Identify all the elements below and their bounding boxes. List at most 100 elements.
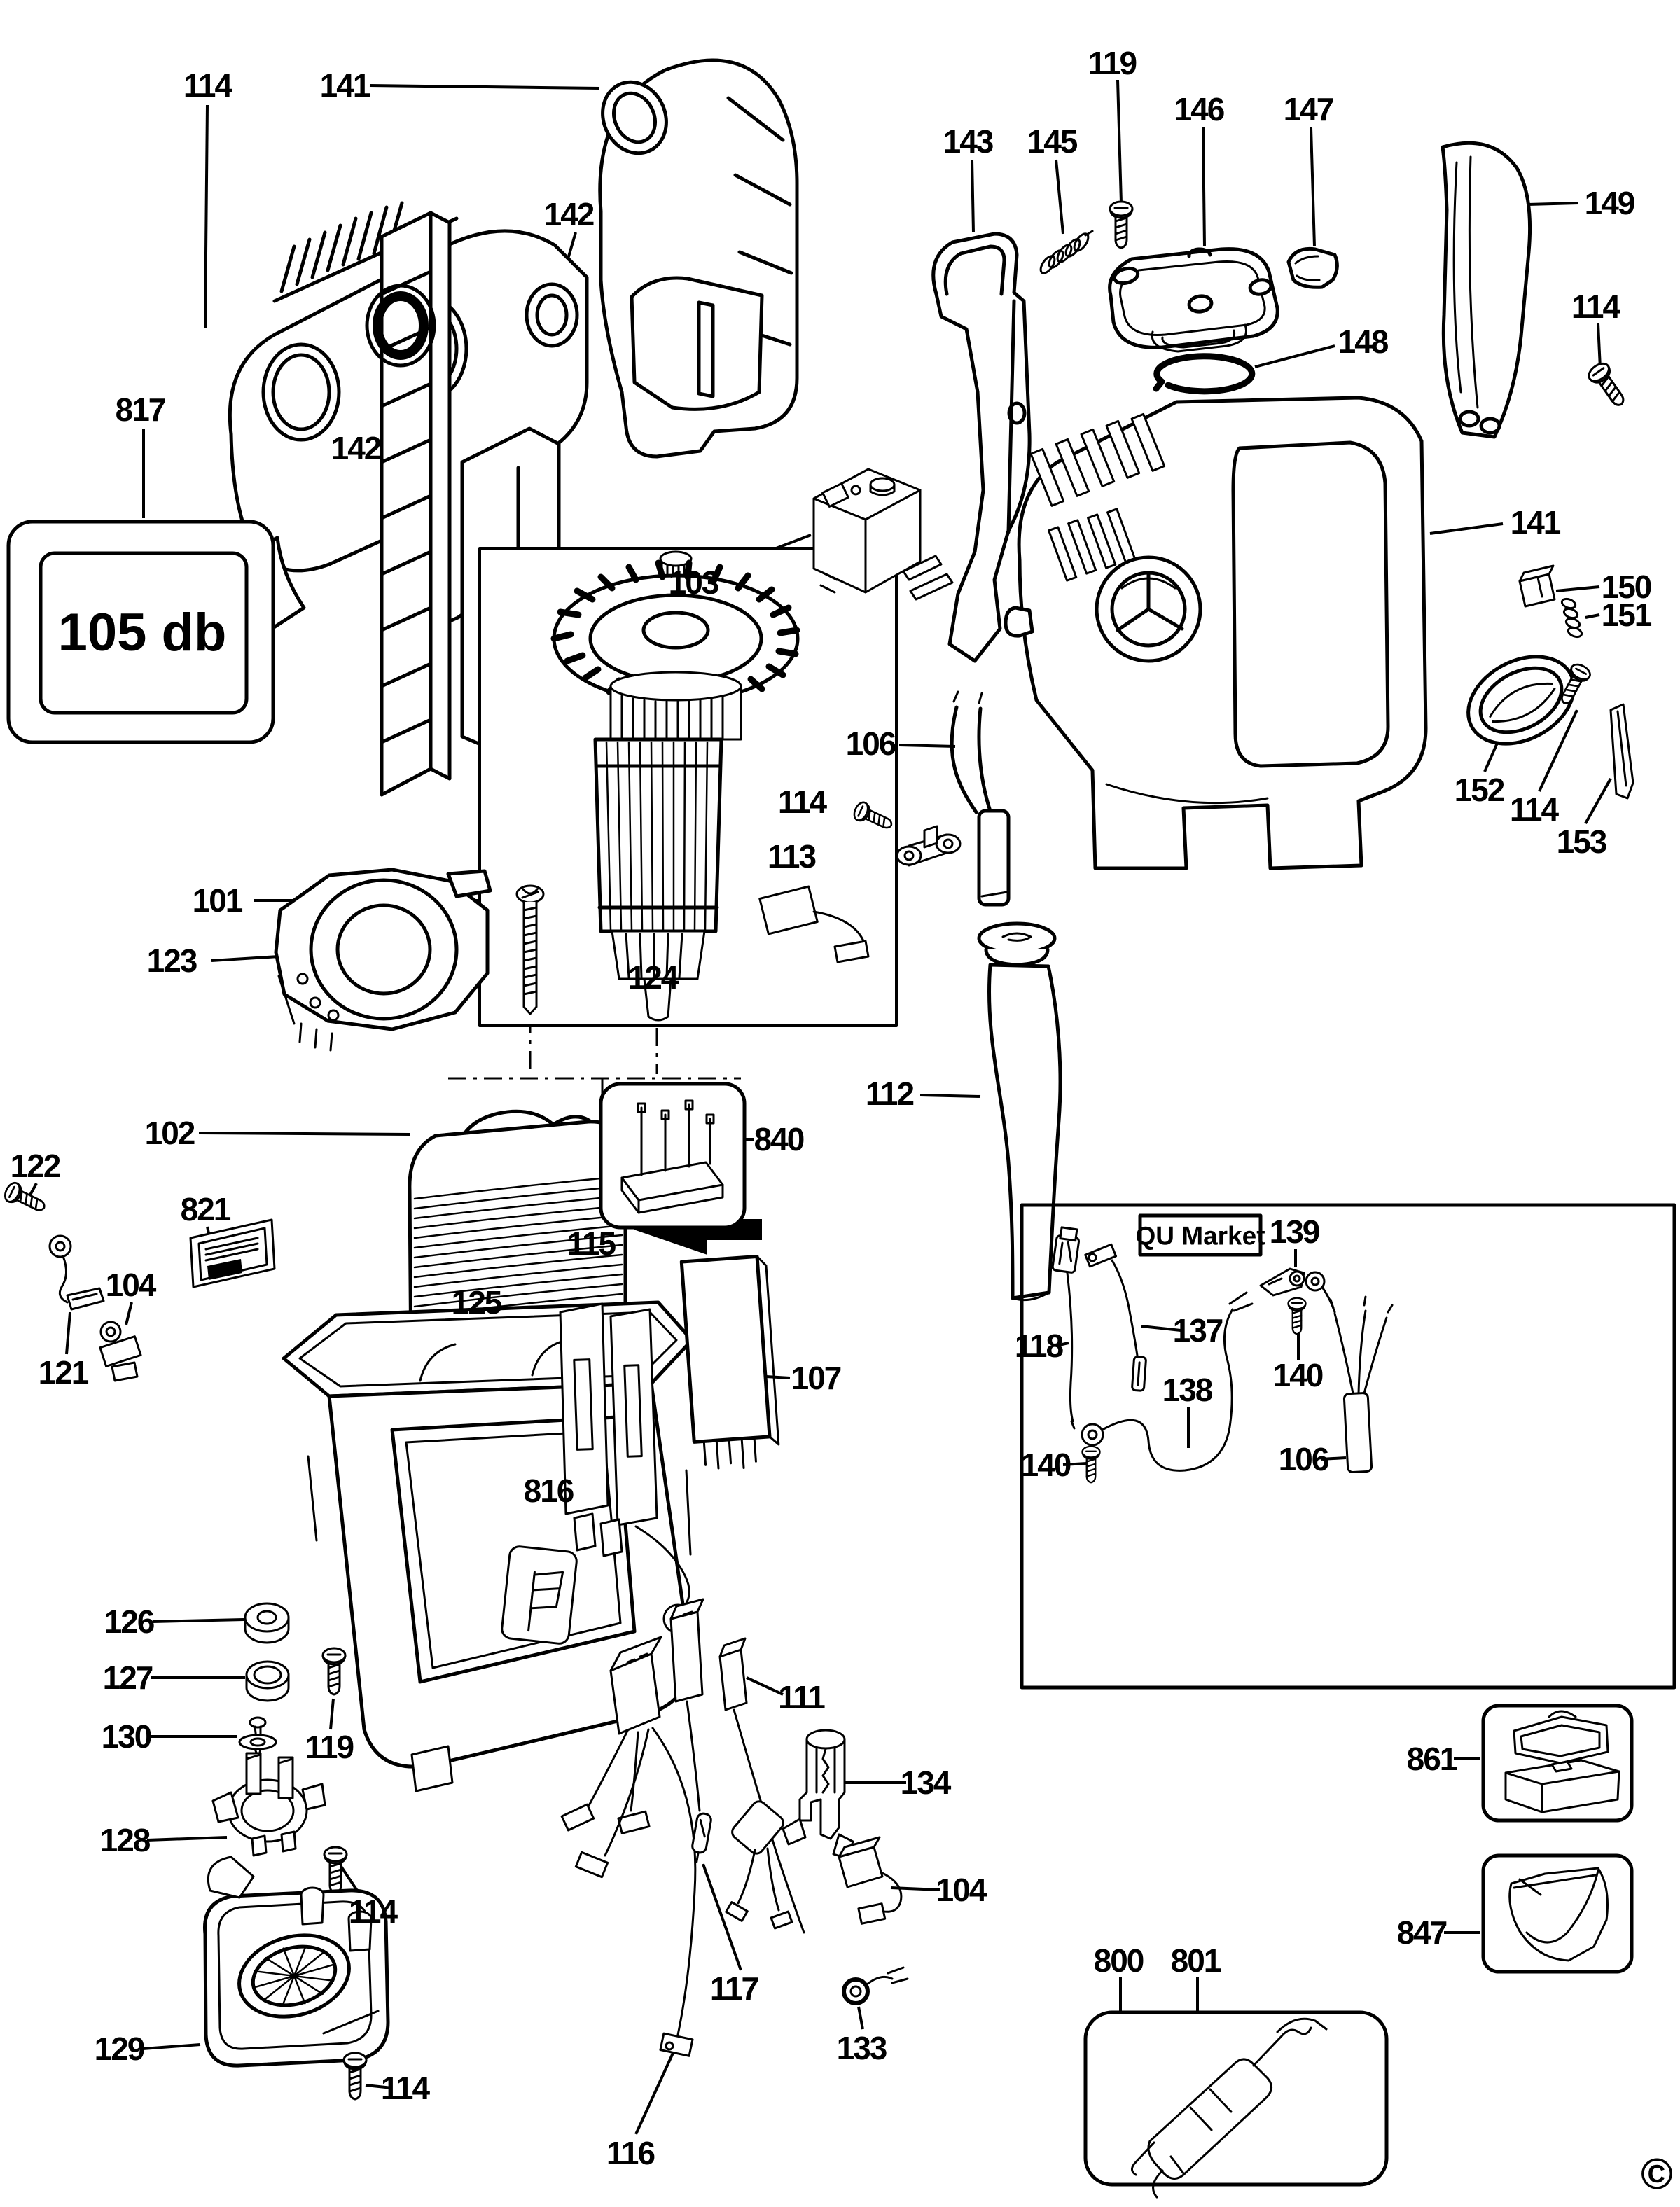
part-callout-123: 123 [146,942,198,979]
part-callout-114: 114 [1571,288,1620,325]
part-callout-149: 149 [1584,185,1636,221]
part-callout-817: 817 [115,391,167,428]
terminal-133-art [842,1966,909,2005]
part-callout-126: 126 [104,1603,155,1640]
pad-816-art [501,1545,578,1645]
part-callout-138: 138 [1162,1372,1214,1408]
part-callout-142: 142 [331,430,382,466]
part-callout-140: 140 [1272,1357,1324,1393]
ring-127-art [245,1660,290,1702]
part-callout-128: 128 [99,1822,151,1858]
pin-box-840-art [599,1082,747,1230]
clip-139-art [1259,1267,1305,1297]
part-callout-125: 125 [451,1284,503,1321]
grease-tool-box-800-801 [1083,2010,1389,2199]
harness-116-art [560,1636,697,2057]
part-callout-114: 114 [380,2070,430,2106]
part-callout-151: 151 [1601,597,1653,633]
market-box-title: QU Market [1135,1221,1265,1251]
part-callout-121: 121 [38,1354,90,1391]
part-callout-122: 122 [10,1148,62,1184]
part-callout-106: 106 [845,725,897,762]
part-callout-141: 141 [1510,504,1562,541]
part-callout-103: 103 [668,564,720,601]
module-107-art [679,1254,780,1470]
part-callout-152: 152 [1454,772,1506,808]
part-callout-114: 114 [183,67,232,104]
part-callout-821: 821 [180,1191,232,1227]
part-callout-119: 119 [1088,45,1137,81]
part-callout-101: 101 [192,882,244,919]
part-callout-133: 133 [836,2030,888,2066]
right-housing-141-art [1004,396,1428,870]
clip-147-art [1286,246,1339,289]
part-callout-102: 102 [144,1115,196,1151]
strip-153-art [1609,703,1634,800]
cover-plate-146-art [1108,247,1279,353]
harness-111-art [718,1637,805,1934]
part-callout-142: 142 [543,196,595,232]
part-callout-111: 111 [778,1679,826,1715]
brush-holder-128-art [211,1752,326,1857]
part-callout-104: 104 [105,1267,157,1303]
grease-pouch-847 [1481,1853,1634,1974]
part-callout-114: 114 [348,1893,398,1930]
part-callout-130: 130 [101,1718,153,1755]
copyright-mark: © [1641,2150,1673,2199]
spring-145-art [1039,230,1094,274]
part-callout-115: 115 [567,1225,616,1262]
part-callout-145: 145 [1027,123,1078,160]
armature-101-art [478,547,898,1027]
plates-115-art [559,1302,693,1634]
part-callout-114: 114 [1509,791,1559,828]
clamshell-handle-art [598,58,799,459]
harness-117-art [669,1598,712,1863]
lead-138-art [1081,1291,1254,1472]
o-ring-148-art [1153,353,1256,395]
part-callout-139: 139 [1269,1213,1321,1250]
brush-104-left-art [99,1321,142,1382]
part-callout-137: 137 [1172,1312,1224,1349]
part-callout-134: 134 [900,1764,952,1801]
part-callout-801: 801 [1170,1942,1222,1979]
part-callout-847: 847 [1396,1914,1448,1951]
grommet-142-art [365,282,579,368]
part-callout-106: 106 [1278,1441,1330,1477]
probe-118-art [1051,1226,1081,1430]
lug-113-art [896,825,962,867]
part-callout-840: 840 [754,1121,805,1157]
noise-level-label: 105 db [57,603,227,662]
part-callout-113: 113 [767,838,817,875]
part-callout-116: 116 [606,2135,655,2171]
jumper-137-art [1084,1243,1147,1392]
part-callout-140: 140 [1020,1447,1072,1483]
cable-106-market-art [1305,1271,1394,1474]
base-129-art [202,1856,390,2068]
part-callout-118: 118 [1014,1328,1064,1364]
part-callout-114: 114 [777,784,827,820]
part-callout-148: 148 [1338,323,1389,360]
part-callout-147: 147 [1283,91,1335,127]
part-callout-800: 800 [1093,1942,1145,1979]
part-callout-816: 816 [523,1473,575,1509]
part-callout-124: 124 [627,959,679,996]
part-callout-143: 143 [943,123,994,160]
part-callout-146: 146 [1174,91,1226,127]
part-callout-153: 153 [1556,823,1608,860]
part-callout-117: 117 [709,1970,759,2007]
trigger-143-art [931,232,1032,663]
wire-121-art [48,1234,105,1311]
part-callout-141: 141 [319,67,371,104]
part-callout-112: 112 [865,1075,915,1112]
brush-104-right-art [838,1836,903,1925]
brush-tube-134-art [782,1729,854,1860]
boot-112-art [977,921,1062,1302]
kit-box-861 [1481,1704,1634,1823]
part-callout-861: 861 [1406,1741,1458,1777]
qu-market-box [1020,1203,1676,1690]
part-callout-129: 129 [94,2031,146,2067]
label-plate-821-art [189,1218,276,1288]
switch-103-art [812,468,954,601]
